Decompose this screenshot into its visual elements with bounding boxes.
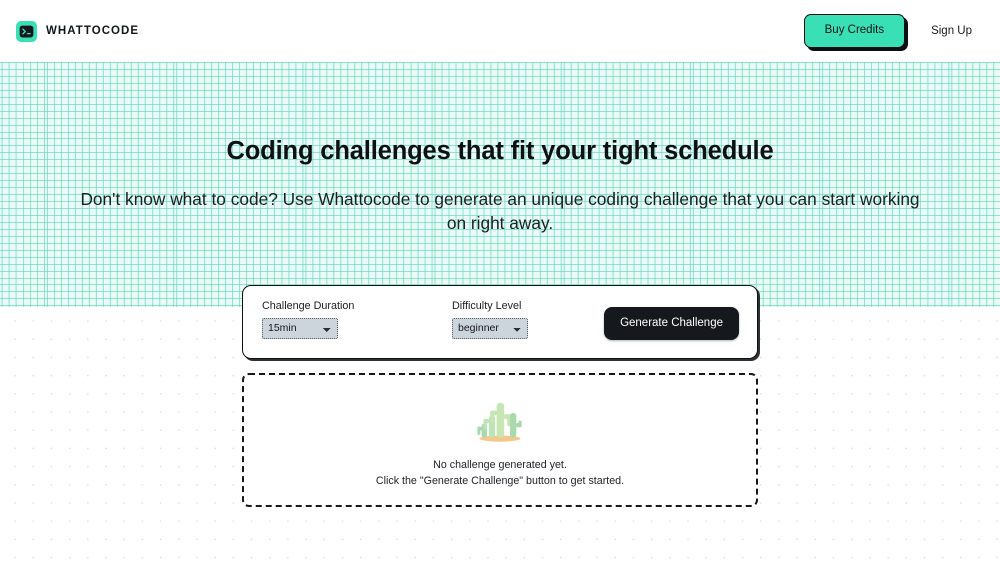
sign-up-link[interactable]: Sign Up <box>931 25 972 37</box>
app-header: WHATTOCODE Buy Credits Sign Up <box>0 0 1000 62</box>
hero-content: Coding challenges that fit your tight sc… <box>0 62 1000 236</box>
challenge-duration-label: Challenge Duration <box>262 300 355 313</box>
challenge-panel: Challenge Duration 15min Difficulty Leve… <box>242 285 758 507</box>
challenge-empty-state: No challenge generated yet. Click the "G… <box>242 373 758 507</box>
header-actions: Buy Credits Sign Up <box>803 14 972 48</box>
challenge-form-card: Challenge Duration 15min Difficulty Leve… <box>242 285 758 359</box>
brand-name: WHATTOCODE <box>46 25 140 37</box>
hero-section: Coding challenges that fit your tight sc… <box>0 62 1000 307</box>
empty-state-line-2: Click the "Generate Challenge" button to… <box>375 475 625 487</box>
field-difficulty-level: Difficulty Level beginner <box>452 301 638 339</box>
page-subtitle: Don't know what to code? Use Whattocode … <box>80 188 920 234</box>
terminal-prompt-icon <box>16 20 37 42</box>
page-title: Coding challenges that fit your tight sc… <box>226 137 774 165</box>
content-section: Challenge Duration 15min Difficulty Leve… <box>0 285 1000 563</box>
field-challenge-duration: Challenge Duration 15min <box>262 301 452 339</box>
difficulty-level-select[interactable]: beginner <box>452 318 528 339</box>
cactus-icon <box>472 395 528 448</box>
challenge-duration-select[interactable]: 15min <box>262 318 338 339</box>
brand-logo[interactable]: WHATTOCODE <box>16 20 140 42</box>
empty-state-line-1: No challenge generated yet. <box>433 458 567 471</box>
buy-credits-button[interactable]: Buy Credits <box>803 14 906 48</box>
generate-challenge-button[interactable]: Generate Challenge <box>604 306 739 340</box>
difficulty-level-label: Difficulty Level <box>452 300 522 313</box>
